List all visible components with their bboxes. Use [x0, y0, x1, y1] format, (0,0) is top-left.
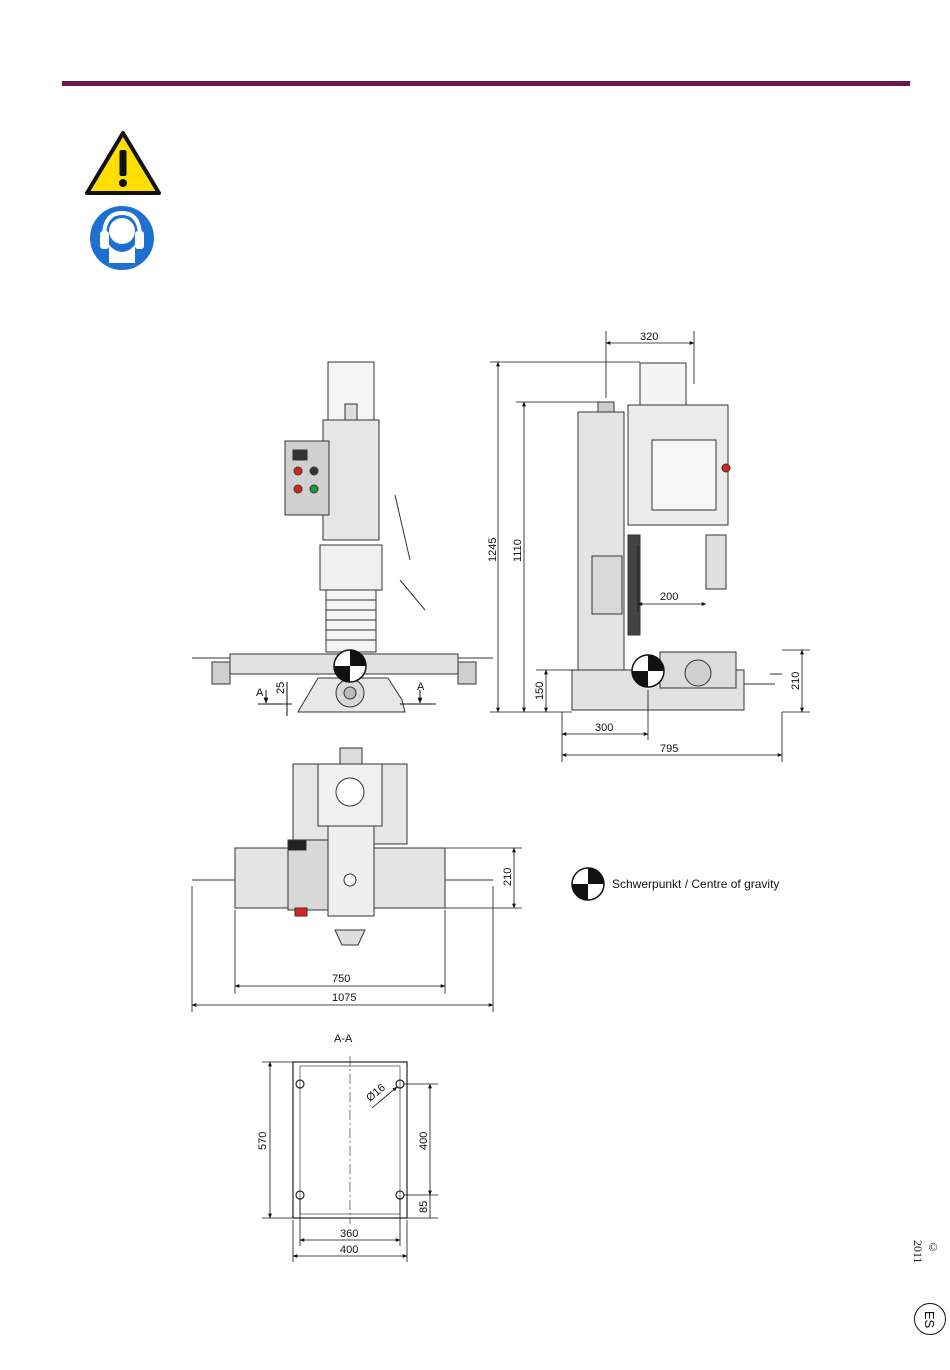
centre-of-gravity-legend: Schwerpunkt / Centre of gravity	[570, 866, 779, 902]
section-title: A-A	[334, 1033, 353, 1045]
dim-side-1245: 1245	[487, 538, 499, 562]
front-view-cog	[334, 650, 366, 682]
dim-section-400-v: 400	[418, 1132, 430, 1150]
dim-side-210: 210	[790, 672, 802, 690]
dim-top-750: 750	[332, 973, 350, 985]
side-view-cog	[632, 655, 664, 687]
dim-side-150: 150	[534, 682, 546, 700]
dim-side-300: 300	[595, 722, 613, 734]
dim-side-1110: 1110	[512, 539, 524, 562]
language-code: ES	[923, 1310, 938, 1327]
legend-label: Schwerpunkt / Centre of gravity	[612, 877, 779, 891]
dim-side-795: 795	[660, 743, 678, 755]
centre-of-gravity-icon	[570, 866, 606, 902]
dim-section-mark-right: A	[417, 681, 425, 693]
dim-section-85: 85	[418, 1201, 430, 1213]
dim-section-570: 570	[257, 1132, 269, 1150]
top-view	[192, 748, 493, 945]
dim-front-25: 25	[275, 682, 287, 694]
copyright-text: © 2011	[918, 1240, 940, 1280]
language-badge: ES	[914, 1303, 946, 1335]
side-view	[572, 363, 782, 710]
dim-section-400-h: 400	[340, 1244, 358, 1256]
dim-section-hole: Ø16	[364, 1082, 388, 1105]
dim-top-210: 210	[502, 868, 514, 886]
dim-section-360: 360	[340, 1228, 358, 1240]
dim-top-1075: 1075	[332, 992, 356, 1004]
section-view	[293, 1056, 407, 1224]
dim-side-200: 200	[660, 591, 678, 603]
dim-section-mark-left: A	[256, 687, 264, 699]
dim-side-320: 320	[640, 331, 658, 343]
